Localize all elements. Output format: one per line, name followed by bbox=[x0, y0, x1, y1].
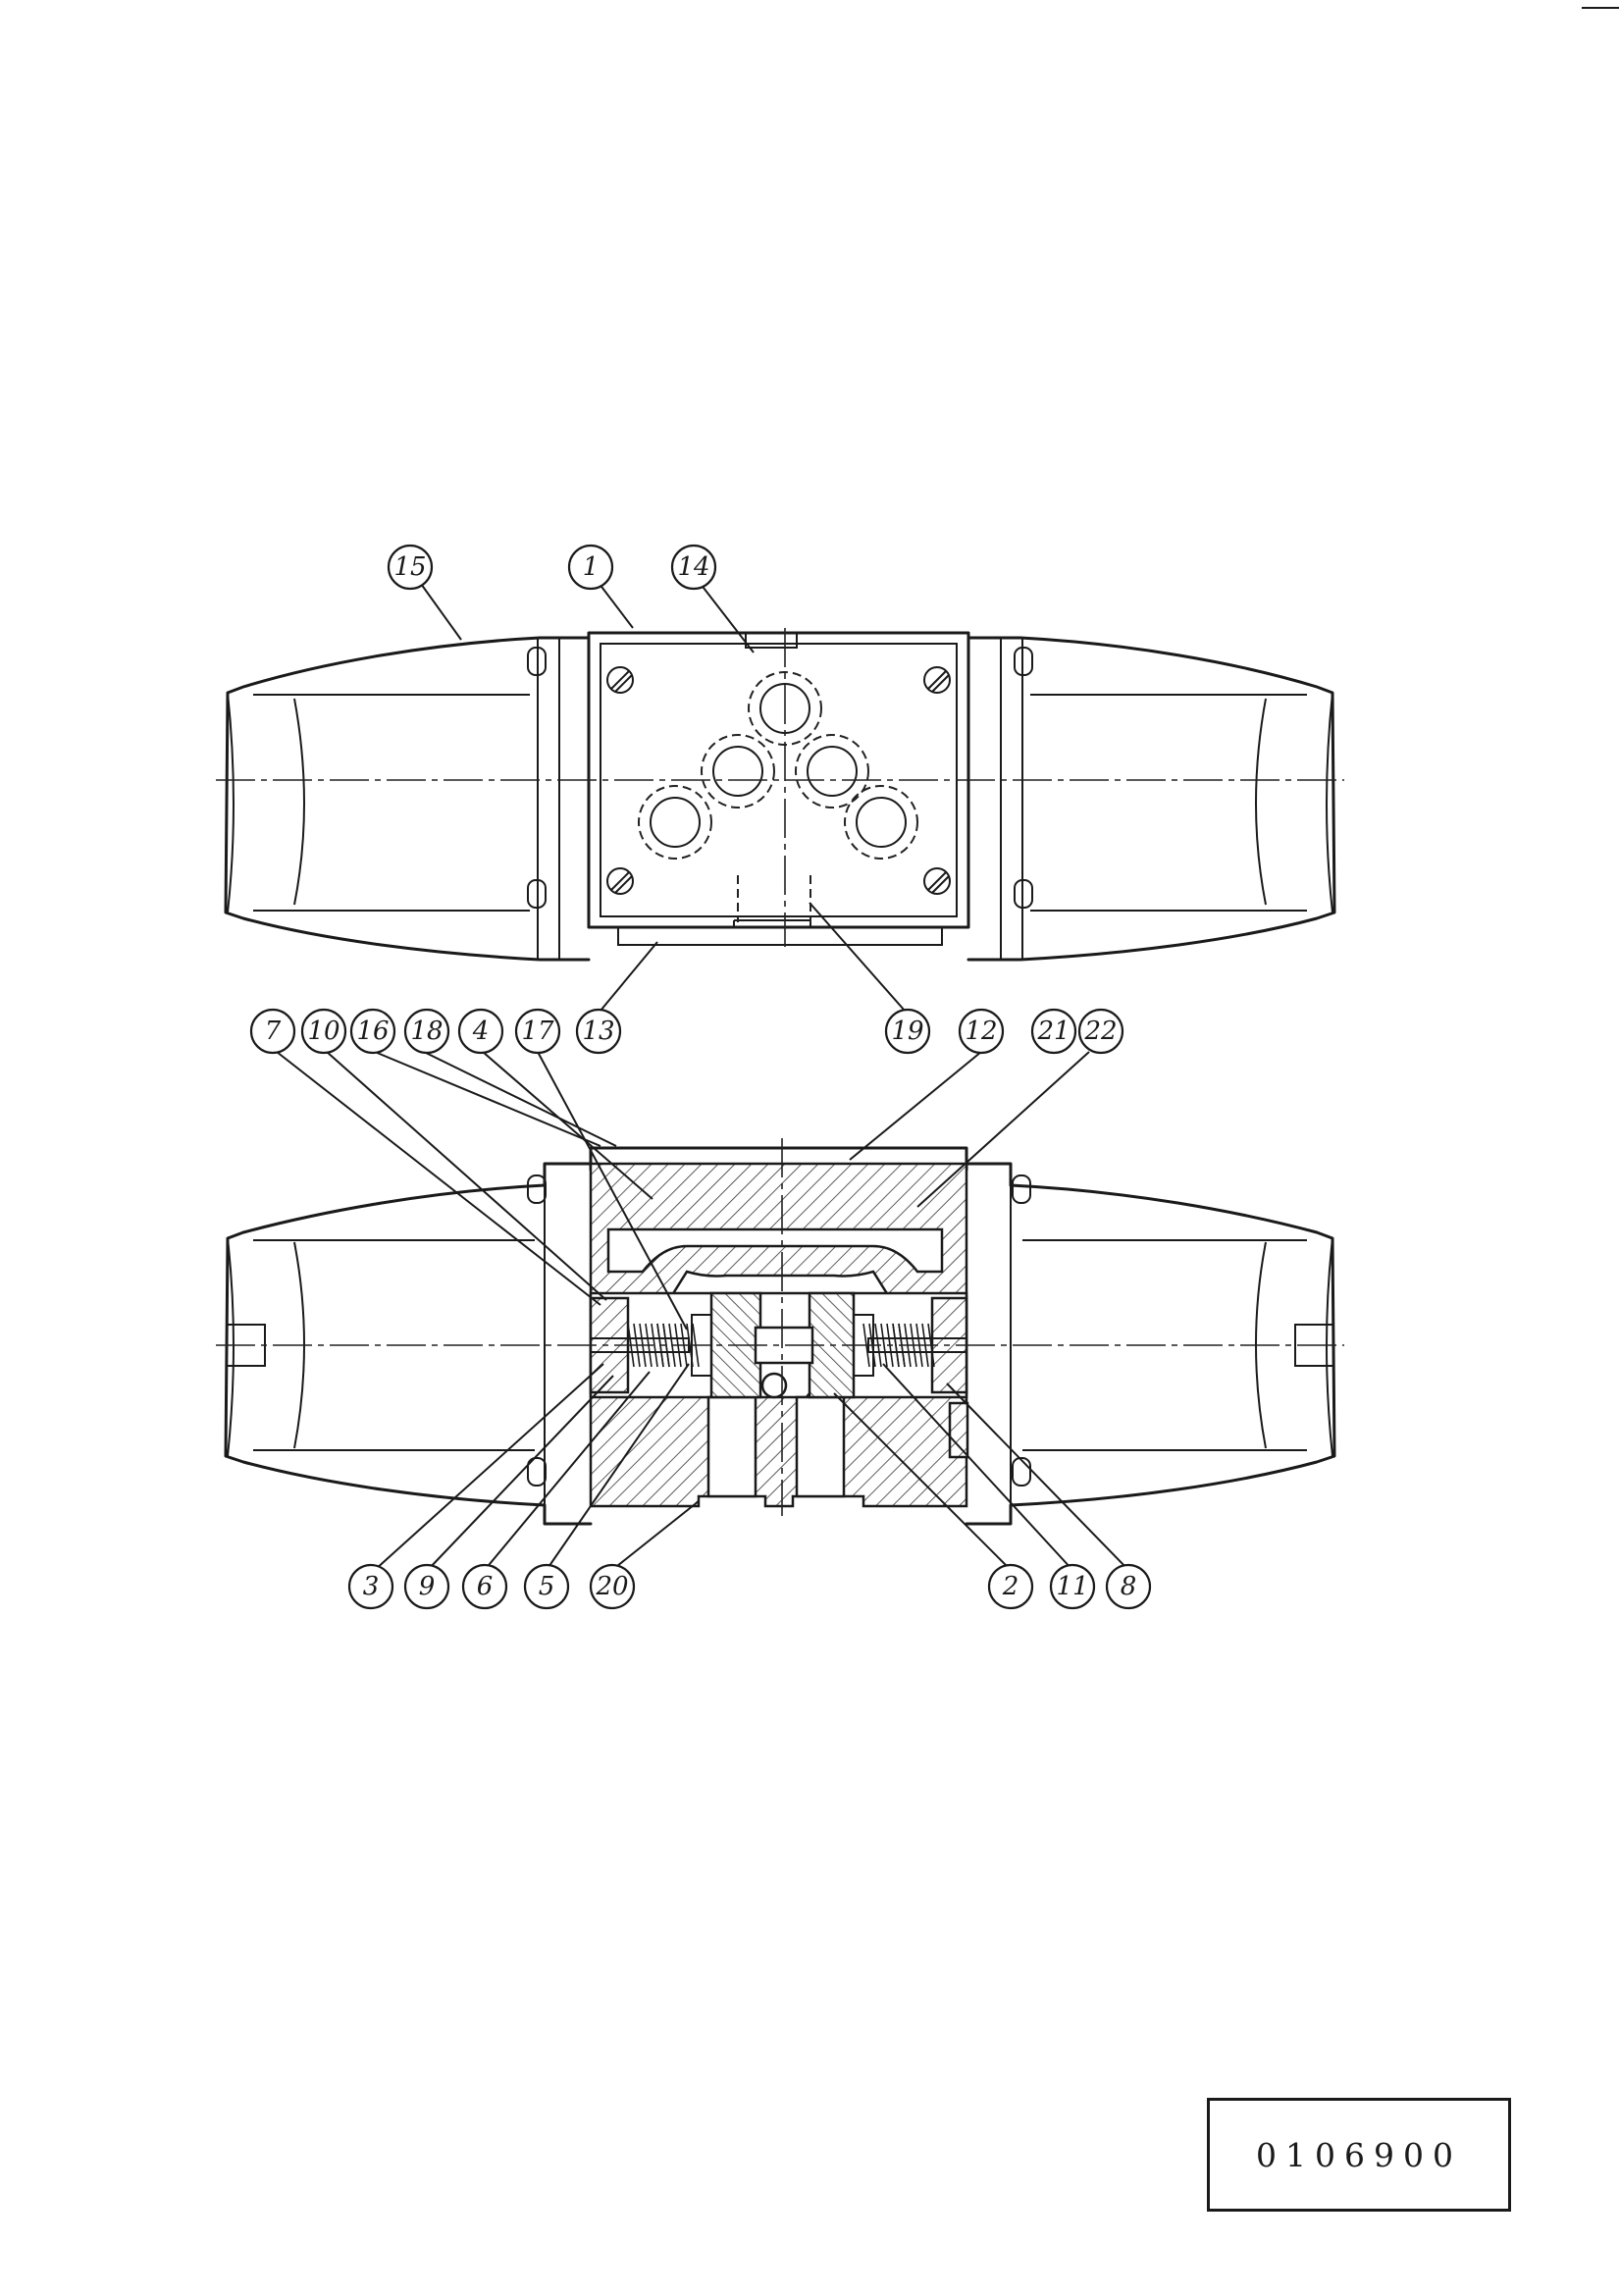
svg-text:11: 11 bbox=[1056, 1572, 1088, 1601]
svg-text:9: 9 bbox=[419, 1572, 436, 1601]
callout-balloon: 20 bbox=[589, 1563, 636, 1610]
svg-text:20: 20 bbox=[595, 1572, 628, 1601]
callout-balloon: 8 bbox=[1105, 1563, 1152, 1610]
drawing-number-box: 0106900 bbox=[1207, 2098, 1511, 2212]
callout-balloon: 5 bbox=[523, 1563, 570, 1610]
callout-balloon: 3 bbox=[347, 1563, 394, 1610]
svg-text:10: 10 bbox=[307, 1017, 339, 1046]
callout-balloon: 13 bbox=[575, 1008, 622, 1055]
drawing-number: 0106900 bbox=[1256, 2135, 1462, 2174]
svg-text:16: 16 bbox=[356, 1017, 389, 1046]
callouts-bottom-upper: 7 10 16 18 4 17 13 19 12 21 22 bbox=[249, 1008, 1124, 1055]
svg-text:6: 6 bbox=[477, 1572, 494, 1601]
svg-text:21: 21 bbox=[1036, 1017, 1070, 1046]
svg-text:12: 12 bbox=[965, 1017, 997, 1046]
svg-text:4: 4 bbox=[472, 1017, 490, 1046]
callout-balloon: 12 bbox=[958, 1008, 1005, 1055]
svg-text:18: 18 bbox=[410, 1017, 443, 1046]
svg-text:5: 5 bbox=[539, 1572, 555, 1601]
callout-balloon: 6 bbox=[461, 1563, 508, 1610]
callout-balloon: 19 bbox=[884, 1008, 931, 1055]
callout-balloon: 4 bbox=[457, 1008, 504, 1055]
svg-text:19: 19 bbox=[891, 1017, 923, 1046]
svg-text:2: 2 bbox=[1002, 1572, 1019, 1601]
callout-balloon: 18 bbox=[403, 1008, 450, 1055]
callout-balloon: 22 bbox=[1077, 1008, 1124, 1055]
svg-text:14: 14 bbox=[677, 552, 709, 582]
callout-balloon: 11 bbox=[1049, 1563, 1096, 1610]
callout-balloon: 7 bbox=[249, 1008, 296, 1055]
svg-text:13: 13 bbox=[582, 1017, 614, 1046]
svg-text:15: 15 bbox=[393, 552, 426, 582]
callout-balloon: 14 bbox=[670, 544, 717, 591]
callout-balloon: 10 bbox=[300, 1008, 347, 1055]
svg-text:1: 1 bbox=[583, 552, 600, 582]
callout-balloon: 15 bbox=[387, 544, 434, 591]
callout-balloon: 16 bbox=[349, 1008, 396, 1055]
section-view bbox=[216, 1138, 1344, 1526]
callouts-top: 15 1 14 bbox=[387, 544, 717, 591]
leader-lines bbox=[276, 576, 1129, 1571]
callouts-bottom-lower: 3 9 6 5 20 2 11 8 bbox=[347, 1563, 1152, 1610]
svg-text:22: 22 bbox=[1083, 1017, 1117, 1046]
svg-text:3: 3 bbox=[363, 1572, 380, 1601]
svg-text:8: 8 bbox=[1121, 1572, 1137, 1601]
callout-balloon: 21 bbox=[1030, 1008, 1077, 1055]
svg-text:7: 7 bbox=[265, 1017, 282, 1046]
callout-balloon: 9 bbox=[403, 1563, 450, 1610]
callout-balloon: 17 bbox=[514, 1008, 561, 1055]
callout-balloon: 2 bbox=[987, 1563, 1034, 1610]
callout-balloon: 1 bbox=[567, 544, 614, 591]
top-view bbox=[216, 628, 1344, 962]
svg-text:17: 17 bbox=[521, 1017, 554, 1046]
